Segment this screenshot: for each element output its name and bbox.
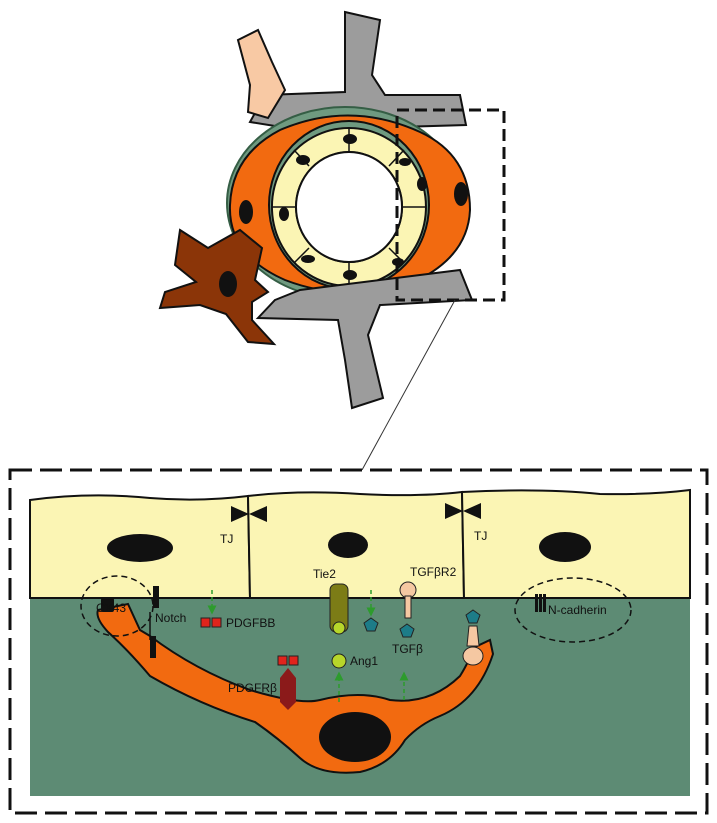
pericyte-nucleus-right [454,182,468,206]
pericyte-cell [96,602,495,774]
endothelial-nucleus [539,532,591,562]
pdgfbb-bound-icon [277,655,288,666]
tight-junction-right-icon [445,503,481,519]
label-tgfbr2: TGFβR2 [410,565,457,579]
label-tj-right: TJ [474,529,487,543]
ang1-ligand-icon [331,653,347,669]
label-notch: Notch [155,611,186,625]
ncadherin-circle [514,577,632,643]
zoom-connector [361,299,456,471]
pdgfbb-ligand-icon [200,617,211,628]
label-tgfb: TGFβ [392,642,423,656]
tgfb-ligand-icon [465,609,481,624]
tgfbr2-pericyte-icon [466,625,480,647]
endothelial-cells-row [29,488,691,599]
label-tj-left: TJ [220,532,233,546]
label-tie2: Tie2 [313,567,336,581]
endothelial-nucleus [328,532,368,558]
endothelial-nuclei [279,134,427,280]
label-cx43: CX43 [96,601,126,615]
tgfb-ligand-icon [363,617,379,632]
label-pdgfrb: PDGFRβ [228,681,277,695]
vessel-cross-section [158,10,474,410]
zoom-region-box [395,108,506,302]
endothelial-nucleus [107,534,173,562]
label-ncadherin: N-cadherin [548,603,607,617]
pdgfrb-receptor-icon [280,668,296,710]
ncadherin-junction-icon [535,594,546,612]
vessel-lumen [295,151,403,263]
pdgfbb-ligand-icon [211,617,222,628]
label-ang1: Ang1 [350,654,378,668]
microglia [158,228,277,346]
pericyte-nucleus-left [239,200,253,224]
tight-junction-left-icon [231,506,267,522]
label-pdgfbb: PDGFBB [226,616,275,630]
pericyte-nucleus [319,712,391,762]
neuron-process [236,28,287,120]
tgfbr2-receptor-icon [404,595,412,619]
notch-receptor-lower-icon [150,636,156,658]
microglia-nucleus [219,271,237,297]
tgfb-bound-icon [399,623,415,638]
cx43-channel-icon [101,598,114,612]
astrocyte-top [248,10,468,132]
astrocyte-bottom [255,268,474,410]
notch-receptor-upper-icon [153,586,159,608]
pdgfbb-bound-icon [288,655,299,666]
